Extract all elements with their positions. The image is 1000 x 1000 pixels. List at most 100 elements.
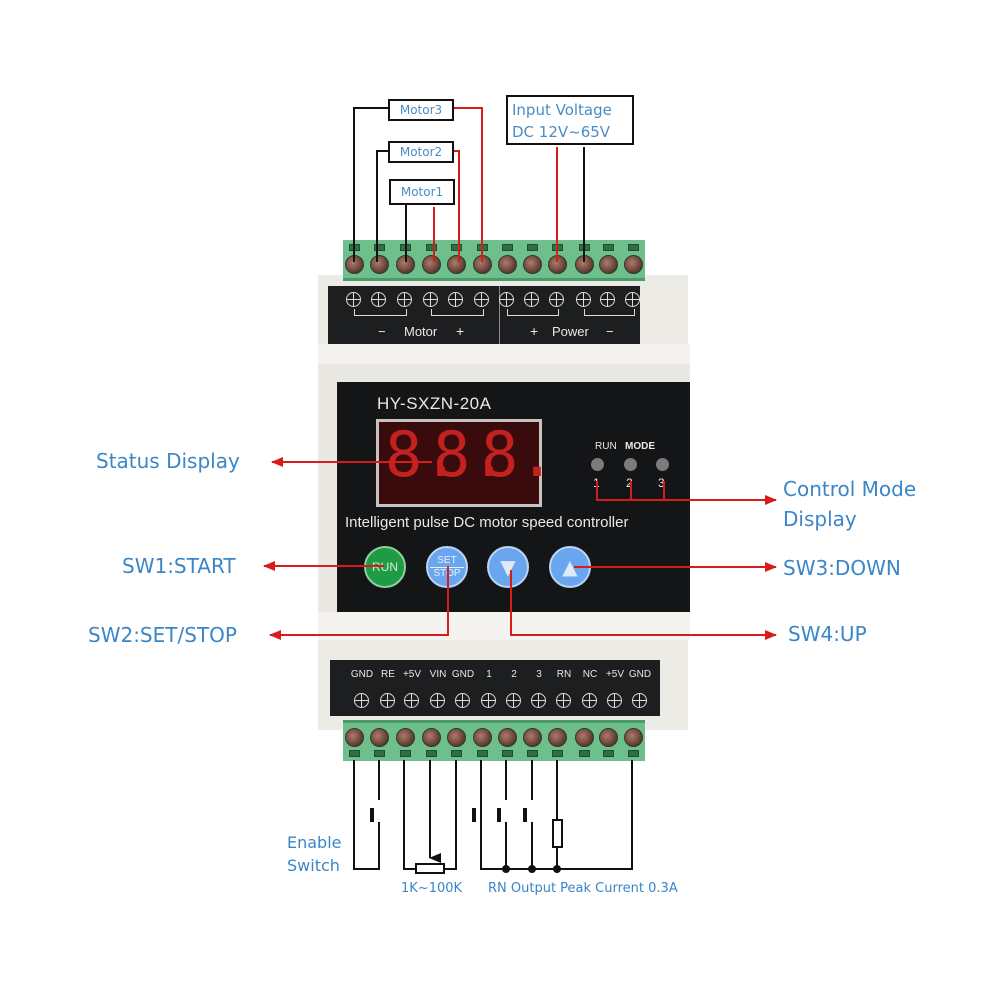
bottom-terminal-tab — [374, 750, 385, 757]
bottom-terminal-label: RE — [381, 669, 395, 680]
up-button[interactable]: ▲ — [549, 546, 591, 588]
resistor-icon — [552, 819, 563, 848]
terminal-symbol-icon — [346, 292, 361, 307]
up-arrow-icon: ▲ — [562, 555, 578, 579]
terminal-symbol-icon — [506, 693, 521, 708]
top-terminal-tab — [451, 244, 462, 251]
bottom-terminal-label: +5V — [402, 669, 422, 680]
bottom-circuit — [353, 760, 633, 874]
mode-led-3 — [656, 458, 669, 471]
top-terminal-screw[interactable] — [447, 255, 466, 274]
model-name: HY-SXZN-20A — [377, 394, 492, 413]
bottom-terminal-tab — [603, 750, 614, 757]
status-display-callout: Status Display — [96, 449, 240, 473]
bottom-terminal-screw[interactable] — [498, 728, 517, 747]
terminal-symbol-icon — [448, 292, 463, 307]
bottom-terminal-label: 3 — [536, 669, 542, 680]
stop-label: STOP — [433, 567, 461, 579]
terminal-symbol-icon — [632, 693, 647, 708]
pot-left-wire — [403, 760, 416, 870]
sw2-arrow — [269, 566, 449, 640]
terminal-symbol-icon — [404, 693, 419, 708]
motor-minus-label: − — [378, 324, 386, 339]
mode-number-2: 2 — [626, 476, 633, 490]
top-terminal-screw[interactable] — [422, 255, 441, 274]
top-terminal-screw[interactable] — [624, 255, 643, 274]
control-mode-arrow — [596, 481, 777, 505]
bottom-terminal-screw[interactable] — [422, 728, 441, 747]
top-terminal-tab — [426, 244, 437, 251]
bottom-terminal-tab — [451, 750, 462, 757]
terminal-symbol-icon — [430, 693, 445, 708]
motor2-label: Motor2 — [388, 141, 454, 163]
top-terminal-screw[interactable] — [523, 255, 542, 274]
power-label: Power — [552, 324, 589, 339]
terminal-symbol-icon — [556, 693, 571, 708]
bottom-terminal-tab — [502, 750, 513, 757]
mode-led-1 — [591, 458, 604, 471]
bottom-terminal-screw[interactable] — [548, 728, 567, 747]
sw1-start-callout: SW1:START — [122, 554, 236, 578]
run-button[interactable]: RUN — [364, 546, 406, 588]
enable-line1: Enable — [287, 833, 342, 852]
terminal-symbol-icon — [474, 292, 489, 307]
bottom-terminal-screw[interactable] — [624, 728, 643, 747]
terminal-symbol-icon — [576, 292, 591, 307]
terminal-symbol-icon — [499, 292, 514, 307]
mode-led-2 — [624, 458, 637, 471]
terminal-symbol-icon — [397, 292, 412, 307]
control-mode-line1: Control Mode — [783, 477, 917, 501]
run-label: RUN — [595, 441, 617, 452]
terminal-symbol-icon — [549, 292, 564, 307]
sw2-set-stop-callout: SW2:SET/STOP — [88, 623, 237, 647]
terminal-symbol-icon — [423, 292, 438, 307]
mode-number-3: 3 — [658, 476, 665, 490]
set-label: SET — [437, 554, 457, 566]
run-button-label: RUN — [372, 560, 398, 574]
motor3-label: Motor3 — [388, 99, 454, 121]
terminal-symbol-icon — [582, 693, 597, 708]
terminal-bridge-line — [507, 309, 559, 316]
top-terminal-tab — [374, 244, 385, 251]
mode-label: MODE — [625, 441, 655, 452]
power-minus-label: − — [606, 324, 614, 339]
bottom-terminal-screw[interactable] — [370, 728, 389, 747]
bottom-terminal-screw[interactable] — [447, 728, 466, 747]
terminal-symbol-icon — [607, 693, 622, 708]
motor2-neg-wire — [376, 150, 388, 262]
bottom-terminal-screw[interactable] — [396, 728, 415, 747]
bottom-terminal-label: RN — [556, 669, 572, 680]
bottom-terminal-screw[interactable] — [345, 728, 364, 747]
top-terminal-tab — [628, 244, 639, 251]
terminal-symbol-icon — [380, 693, 395, 708]
top-terminal-tab — [603, 244, 614, 251]
top-terminal-screw[interactable] — [370, 255, 389, 274]
top-terminal-tab — [502, 244, 513, 251]
bottom-terminal-tab — [400, 750, 411, 757]
top-terminal-screw[interactable] — [599, 255, 618, 274]
motor3-pos-wire — [452, 107, 483, 262]
bottom-terminal-label: GND — [350, 669, 374, 680]
potentiometer-icon — [415, 863, 445, 874]
power-plus-label: + — [530, 323, 539, 339]
product-description: Intelligent pulse DC motor speed control… — [345, 514, 629, 531]
top-terminal-screw[interactable] — [498, 255, 517, 274]
sw4-up-callout: SW4:UP — [788, 622, 867, 646]
top-terminal-tab — [527, 244, 538, 251]
bottom-terminal-screw[interactable] — [599, 728, 618, 747]
terminal-symbol-icon — [371, 292, 386, 307]
sw3-down-callout: SW3:DOWN — [783, 556, 901, 580]
status-display: 8. 8. 8. — [376, 418, 556, 507]
display-digit-2: 8. — [433, 418, 508, 491]
terminal-symbol-icon — [481, 693, 496, 708]
bottom-terminal-screw[interactable] — [523, 728, 542, 747]
motor2-pos-wire — [452, 150, 460, 262]
bottom-terminal-screw[interactable] — [575, 728, 594, 747]
bottom-terminal-screw[interactable] — [473, 728, 492, 747]
bottom-terminal-tab — [477, 750, 488, 757]
top-terminal-block — [343, 240, 645, 281]
terminal-symbol-icon — [625, 292, 640, 307]
control-mode-line2: Display — [783, 507, 857, 531]
